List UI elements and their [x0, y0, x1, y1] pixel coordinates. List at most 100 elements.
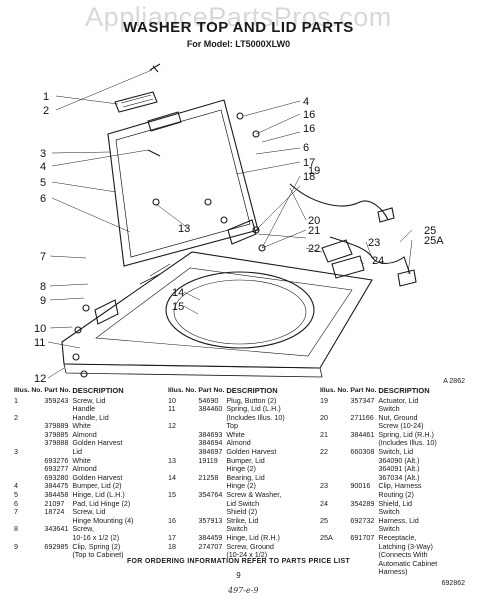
parts-row: Switch — [320, 525, 439, 534]
receptacle — [397, 269, 417, 287]
callout-6b: 6 — [303, 142, 309, 154]
header-description: DESCRIPTION — [378, 386, 430, 395]
cell-illus: 18 — [168, 541, 176, 551]
callout-10: 10 — [34, 323, 46, 335]
lid-switch — [321, 239, 353, 263]
header-description: DESCRIPTION — [72, 386, 124, 395]
cell-desc: White — [226, 429, 245, 439]
parts-row: 3 Lid — [14, 447, 136, 457]
parts-row: 364090 (Alt.) — [320, 456, 439, 466]
callout-6: 6 — [40, 193, 46, 205]
cell-desc: Clip, Harness — [378, 481, 422, 491]
page-title: WASHER TOP AND LID PARTS — [123, 19, 354, 36]
cell-illus: 17 — [168, 533, 176, 542]
cell-desc: Clip, Spring (2) — [72, 541, 121, 551]
cell-desc: (Top to Cabinet) — [72, 550, 124, 560]
cell-desc: Latching (3-Way) — [378, 541, 433, 551]
cell-part: 384460 — [198, 404, 223, 414]
callout-14: 14 — [172, 287, 184, 299]
callout-16: 16 — [303, 109, 315, 121]
cell-illus: 21 — [320, 429, 328, 439]
parts-row: Automatic Cabinet — [320, 559, 439, 569]
cell-illus — [14, 517, 44, 526]
cell-illus — [14, 474, 44, 483]
cell-part: 691707 — [350, 533, 375, 542]
cell-desc: Lid — [72, 447, 82, 457]
cell-desc: Golden Harvest — [72, 472, 123, 482]
cell-desc: Receptacle, — [378, 533, 417, 542]
header-description: DESCRIPTION — [226, 386, 278, 395]
cell-part: 660308 — [350, 447, 375, 457]
callout-23: 23 — [368, 237, 380, 249]
parts-row: Hinge Mounting (4) — [14, 516, 136, 526]
cell-part: 354289 — [350, 498, 375, 508]
parts-row: Switch — [168, 525, 287, 534]
callout-5: 5 — [40, 177, 46, 189]
washer-top-front — [63, 363, 323, 378]
cell-illus: 6 — [14, 498, 18, 508]
lid-outline — [107, 99, 259, 267]
cell-desc: Bumper, Lid (2) — [72, 481, 122, 491]
cell-illus: 12 — [168, 421, 176, 431]
callout-1: 1 — [43, 91, 49, 103]
cell-part: 384697 — [198, 447, 223, 457]
cell-illus: 10 — [168, 395, 176, 405]
cell-desc: Hinge, Lid (L.H.) — [72, 490, 125, 500]
cell-illus — [168, 439, 198, 448]
cell-part: 693277 — [44, 464, 69, 474]
callout-12: 12 — [34, 373, 46, 382]
cell-part: 693276 — [44, 455, 69, 465]
cell-illus: 2 — [14, 412, 18, 422]
ordering-footer: FOR ORDERING INFORMATION REFER TO PARTS … — [126, 558, 351, 565]
cell-part: 343641 — [44, 524, 69, 534]
cell-part: 384458 — [44, 490, 69, 500]
cell-illus — [14, 422, 44, 431]
cell-illus: 9 — [14, 541, 18, 551]
cell-part: 379889 — [44, 421, 69, 431]
callout-19: 19 — [308, 165, 320, 177]
cell-desc: Harness) — [378, 567, 408, 577]
cell-part: 54690 — [198, 395, 219, 405]
callout-8: 8 — [40, 281, 46, 293]
cell-illus: 25 — [320, 515, 328, 525]
cell-desc: Hinge, Lid (R.H.) — [226, 533, 280, 542]
cell-illus: 3 — [14, 447, 18, 457]
parts-row: Screw (10-24) — [320, 422, 439, 431]
cell-desc: 367034 (Alt.) — [378, 472, 420, 482]
cell-desc: Screw, Ground — [226, 541, 274, 551]
cell-desc: Switch — [378, 524, 400, 534]
parts-row: Hinge (2) — [168, 482, 287, 491]
parts-row: Harness) — [320, 568, 439, 577]
cell-desc: (Connects With — [378, 550, 428, 560]
model-line: For Model: LT5000XLW0 — [186, 39, 291, 49]
cell-illus: 23 — [320, 481, 328, 491]
cell-part — [350, 465, 378, 474]
cell-desc: Almond — [72, 464, 97, 474]
parts-row: Handle — [14, 404, 136, 414]
tub-opening — [165, 271, 315, 349]
cell-part: 379888 — [44, 438, 69, 448]
cell-part — [198, 500, 226, 509]
cell-desc: Bumper, Lid — [226, 455, 265, 465]
parts-row: Routing (2) — [320, 490, 439, 500]
cell-desc: Handle — [72, 404, 96, 414]
cell-illus — [14, 465, 44, 474]
cell-illus — [320, 457, 350, 466]
